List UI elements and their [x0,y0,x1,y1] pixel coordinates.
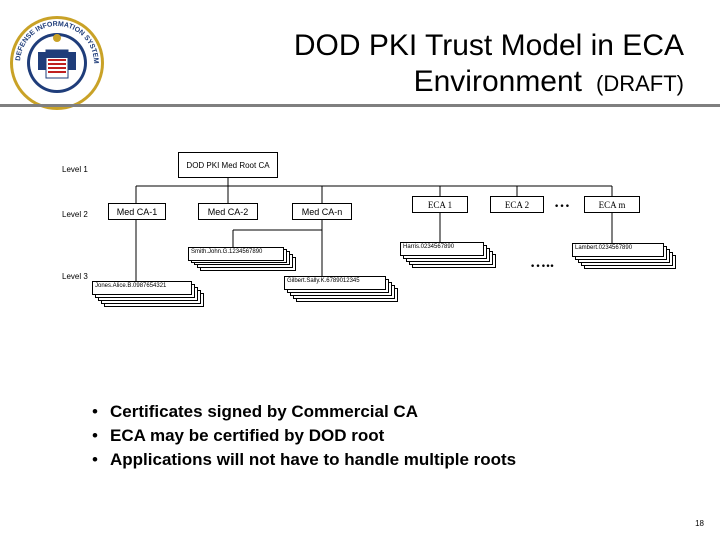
title-divider [0,104,720,107]
cert-stack-smith: Smith.John.G.1234567890 [188,247,300,271]
bullet-marker: • [92,402,98,421]
med-ca-1-box: Med CA-1 [108,203,166,220]
cert-stack-harris: Harris.0234567890 [400,242,500,268]
title-environment: Environment [413,65,583,98]
bullet-text: Certificates signed by Commercial CA [110,402,418,421]
cert-ellipsis: ….. [530,254,554,271]
cert-sheet-front [284,276,386,290]
page-number: 18 [695,519,704,528]
eca-2-box: ECA 2 [490,196,544,213]
cert-label-harris: Harris.0234567890 [403,244,455,250]
bullet-item: • Certificates signed by Commercial CA [92,400,516,424]
cert-stack-lambert: Lambert.0234567890 [572,243,684,269]
eca-ellipsis: … [554,194,570,211]
cert-label-jones: Jones.Alice.B.0987654321 [95,283,167,289]
med-ca-n-box: Med CA-n [292,203,352,220]
level-3-label: Level 3 [62,272,88,281]
bullet-list: • Certificates signed by Commercial CA • E… [92,400,516,472]
bullet-item: • Applications will not have to handle mu… [92,448,516,472]
cert-stack-jones: Jones.Alice.B.0987654321 [92,281,208,307]
cert-sheet-front [92,281,192,295]
bullet-marker: • [92,426,98,445]
eca-m-box: ECA m [584,196,640,213]
disa-seal-logo: DEFENSE INFORMATION SYSTEMS AGENCY [5,9,106,112]
cert-sheet-front [572,243,664,257]
cert-sheet-front [400,242,484,256]
bullet-text: Applications will not have to handle mul… [110,450,517,469]
bullet-text: ECA may be certified by DOD root [110,426,385,445]
level-2-label: Level 2 [62,210,88,219]
root-ca-box: DOD PKI Med Root CA [178,152,278,178]
level-1-label: Level 1 [62,165,88,174]
cert-sheet-front [188,247,284,261]
cert-label-lambert: Lambert.0234567890 [575,245,633,251]
bullet-marker: • [92,450,98,469]
bullet-item: • ECA may be certified by DOD root [92,424,516,448]
title-line-1: DOD PKI Trust Model in ECA [293,29,684,62]
page-title: DOD PKI Trust Model in ECA Environment (D… [224,28,684,102]
eca-1-box: ECA 1 [412,196,468,213]
med-ca-2-box: Med CA-2 [198,203,258,220]
cert-label-gilbert: Gilbert.Sally.K.6789012345 [287,278,360,284]
cert-stack-gilbert: Gilbert.Sally.K.6789012345 [284,276,402,302]
title-line-2: Environment (DRAFT) [224,64,684,102]
cert-label-smith: Smith.John.G.1234567890 [191,249,263,255]
title-draft: (DRAFT) [596,71,684,96]
